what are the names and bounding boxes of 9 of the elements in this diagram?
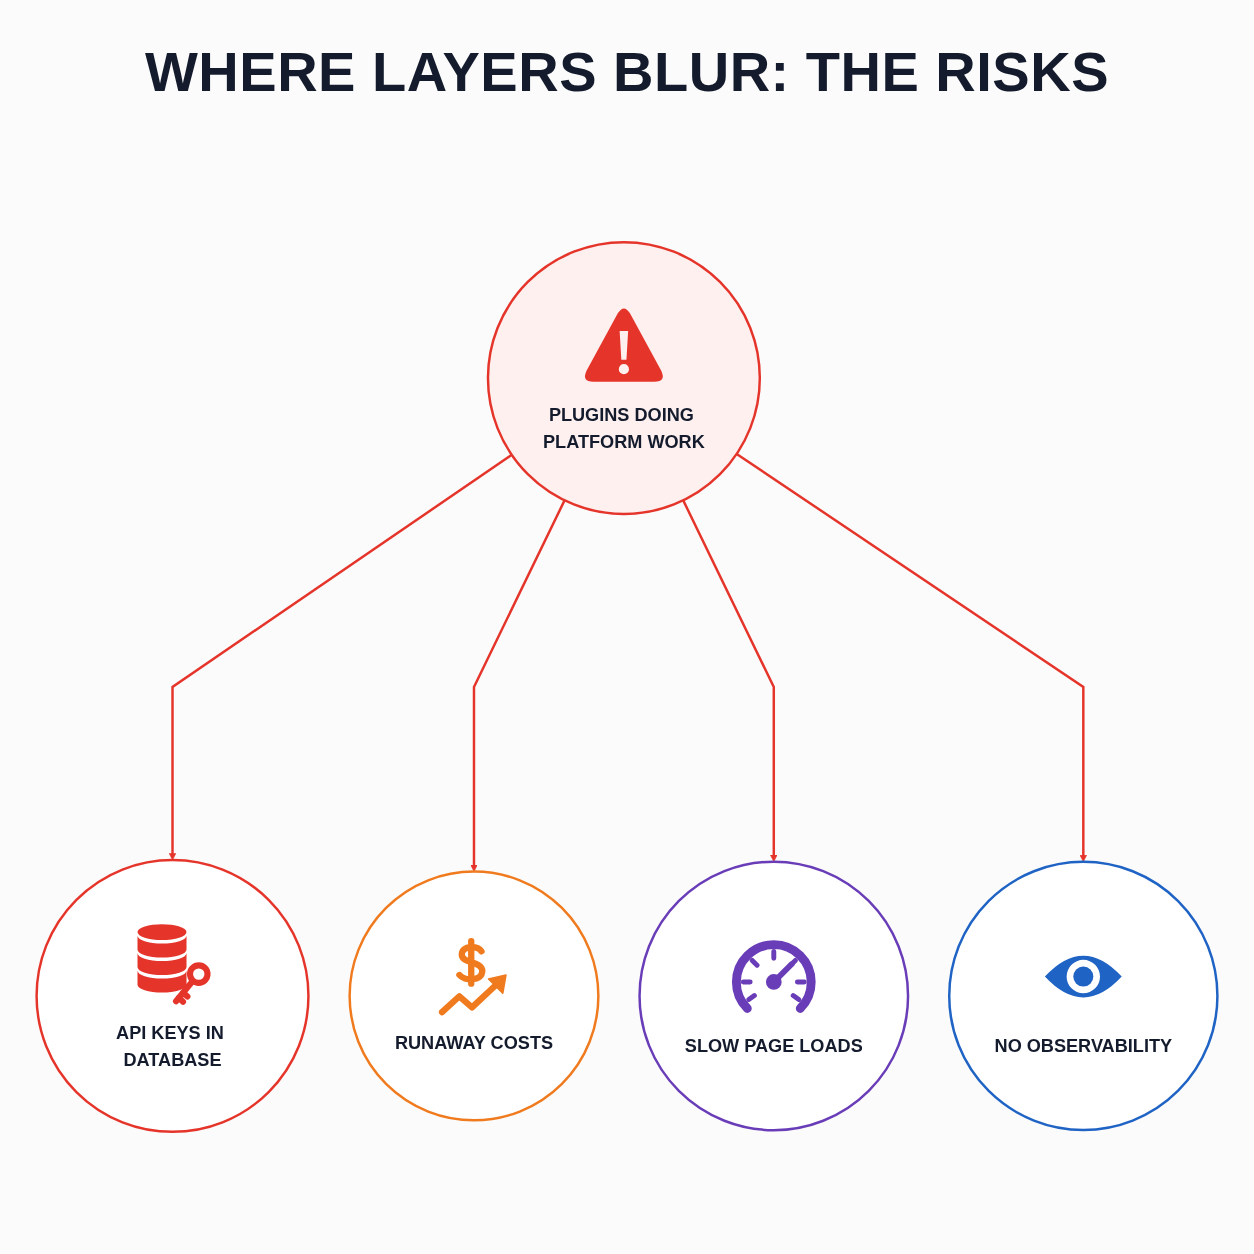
arrow bbox=[470, 499, 566, 872]
title: WHERE LAYERS BLUR: THE RISKS bbox=[145, 40, 1109, 105]
arrow bbox=[682, 499, 778, 862]
node-circle: API KEYS IN DATABASE bbox=[35, 858, 310, 1134]
node-circle: RUNAWAY COSTS bbox=[348, 870, 600, 1122]
arrow bbox=[736, 452, 1087, 863]
arrow bbox=[168, 453, 513, 861]
node-circle: PLUGINS DOING PLATFORM WORK bbox=[486, 240, 762, 516]
node-circle: NO OBSERVABILITY bbox=[948, 860, 1219, 1132]
